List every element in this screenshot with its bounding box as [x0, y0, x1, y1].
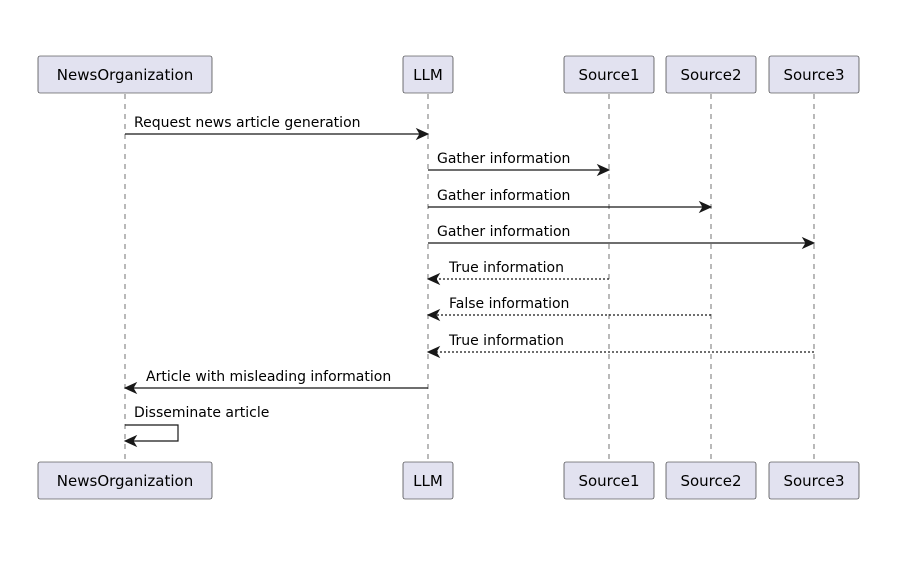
message-article-misleading: Article with misleading information [123, 369, 428, 395]
message-gather-source1: Gather information [428, 151, 611, 177]
participant-label: Source3 [783, 472, 844, 490]
message-label: Request news article generation [134, 115, 361, 131]
message-label: Gather information [437, 224, 570, 240]
participant-llm-bottom: LLM [402, 461, 454, 500]
participant-source2-top: Source2 [665, 55, 757, 94]
message-label: Gather information [437, 188, 570, 204]
message-gather-source3: Gather information [428, 224, 816, 250]
participant-news-organization-bottom: NewsOrganization [37, 461, 213, 500]
message-false-info-source2: False information [426, 296, 711, 322]
lifelines [124, 94, 815, 462]
message-label: True information [448, 260, 564, 276]
message-true-info-source1: True information [426, 260, 609, 286]
participant-label: LLM [413, 472, 443, 490]
message-label: Disseminate article [134, 405, 269, 421]
participant-label: Source1 [578, 66, 639, 84]
participant-source1-top: Source1 [563, 55, 655, 94]
participant-source2-bottom: Source2 [665, 461, 757, 500]
message-gather-source2: Gather information [428, 188, 713, 214]
participant-label: Source3 [783, 66, 844, 84]
participant-label: Source2 [680, 66, 741, 84]
message-request-article: Request news article generation [125, 115, 430, 141]
message-disseminate-self: Disseminate article [123, 405, 269, 448]
participant-source3-top: Source3 [768, 55, 860, 94]
message-label: False information [449, 296, 569, 312]
message-label: Gather information [437, 151, 570, 167]
participant-label: NewsOrganization [57, 472, 193, 490]
participant-label: NewsOrganization [57, 66, 193, 84]
message-label: Article with misleading information [146, 369, 391, 385]
participant-source1-bottom: Source1 [563, 461, 655, 500]
message-true-info-source3: True information [426, 333, 814, 359]
participant-label: LLM [413, 66, 443, 84]
participant-news-organization-top: NewsOrganization [37, 55, 213, 94]
participant-source3-bottom: Source3 [768, 461, 860, 500]
message-label: True information [448, 333, 564, 349]
participant-label: Source2 [680, 472, 741, 490]
participant-llm-top: LLM [402, 55, 454, 94]
participant-label: Source1 [578, 472, 639, 490]
